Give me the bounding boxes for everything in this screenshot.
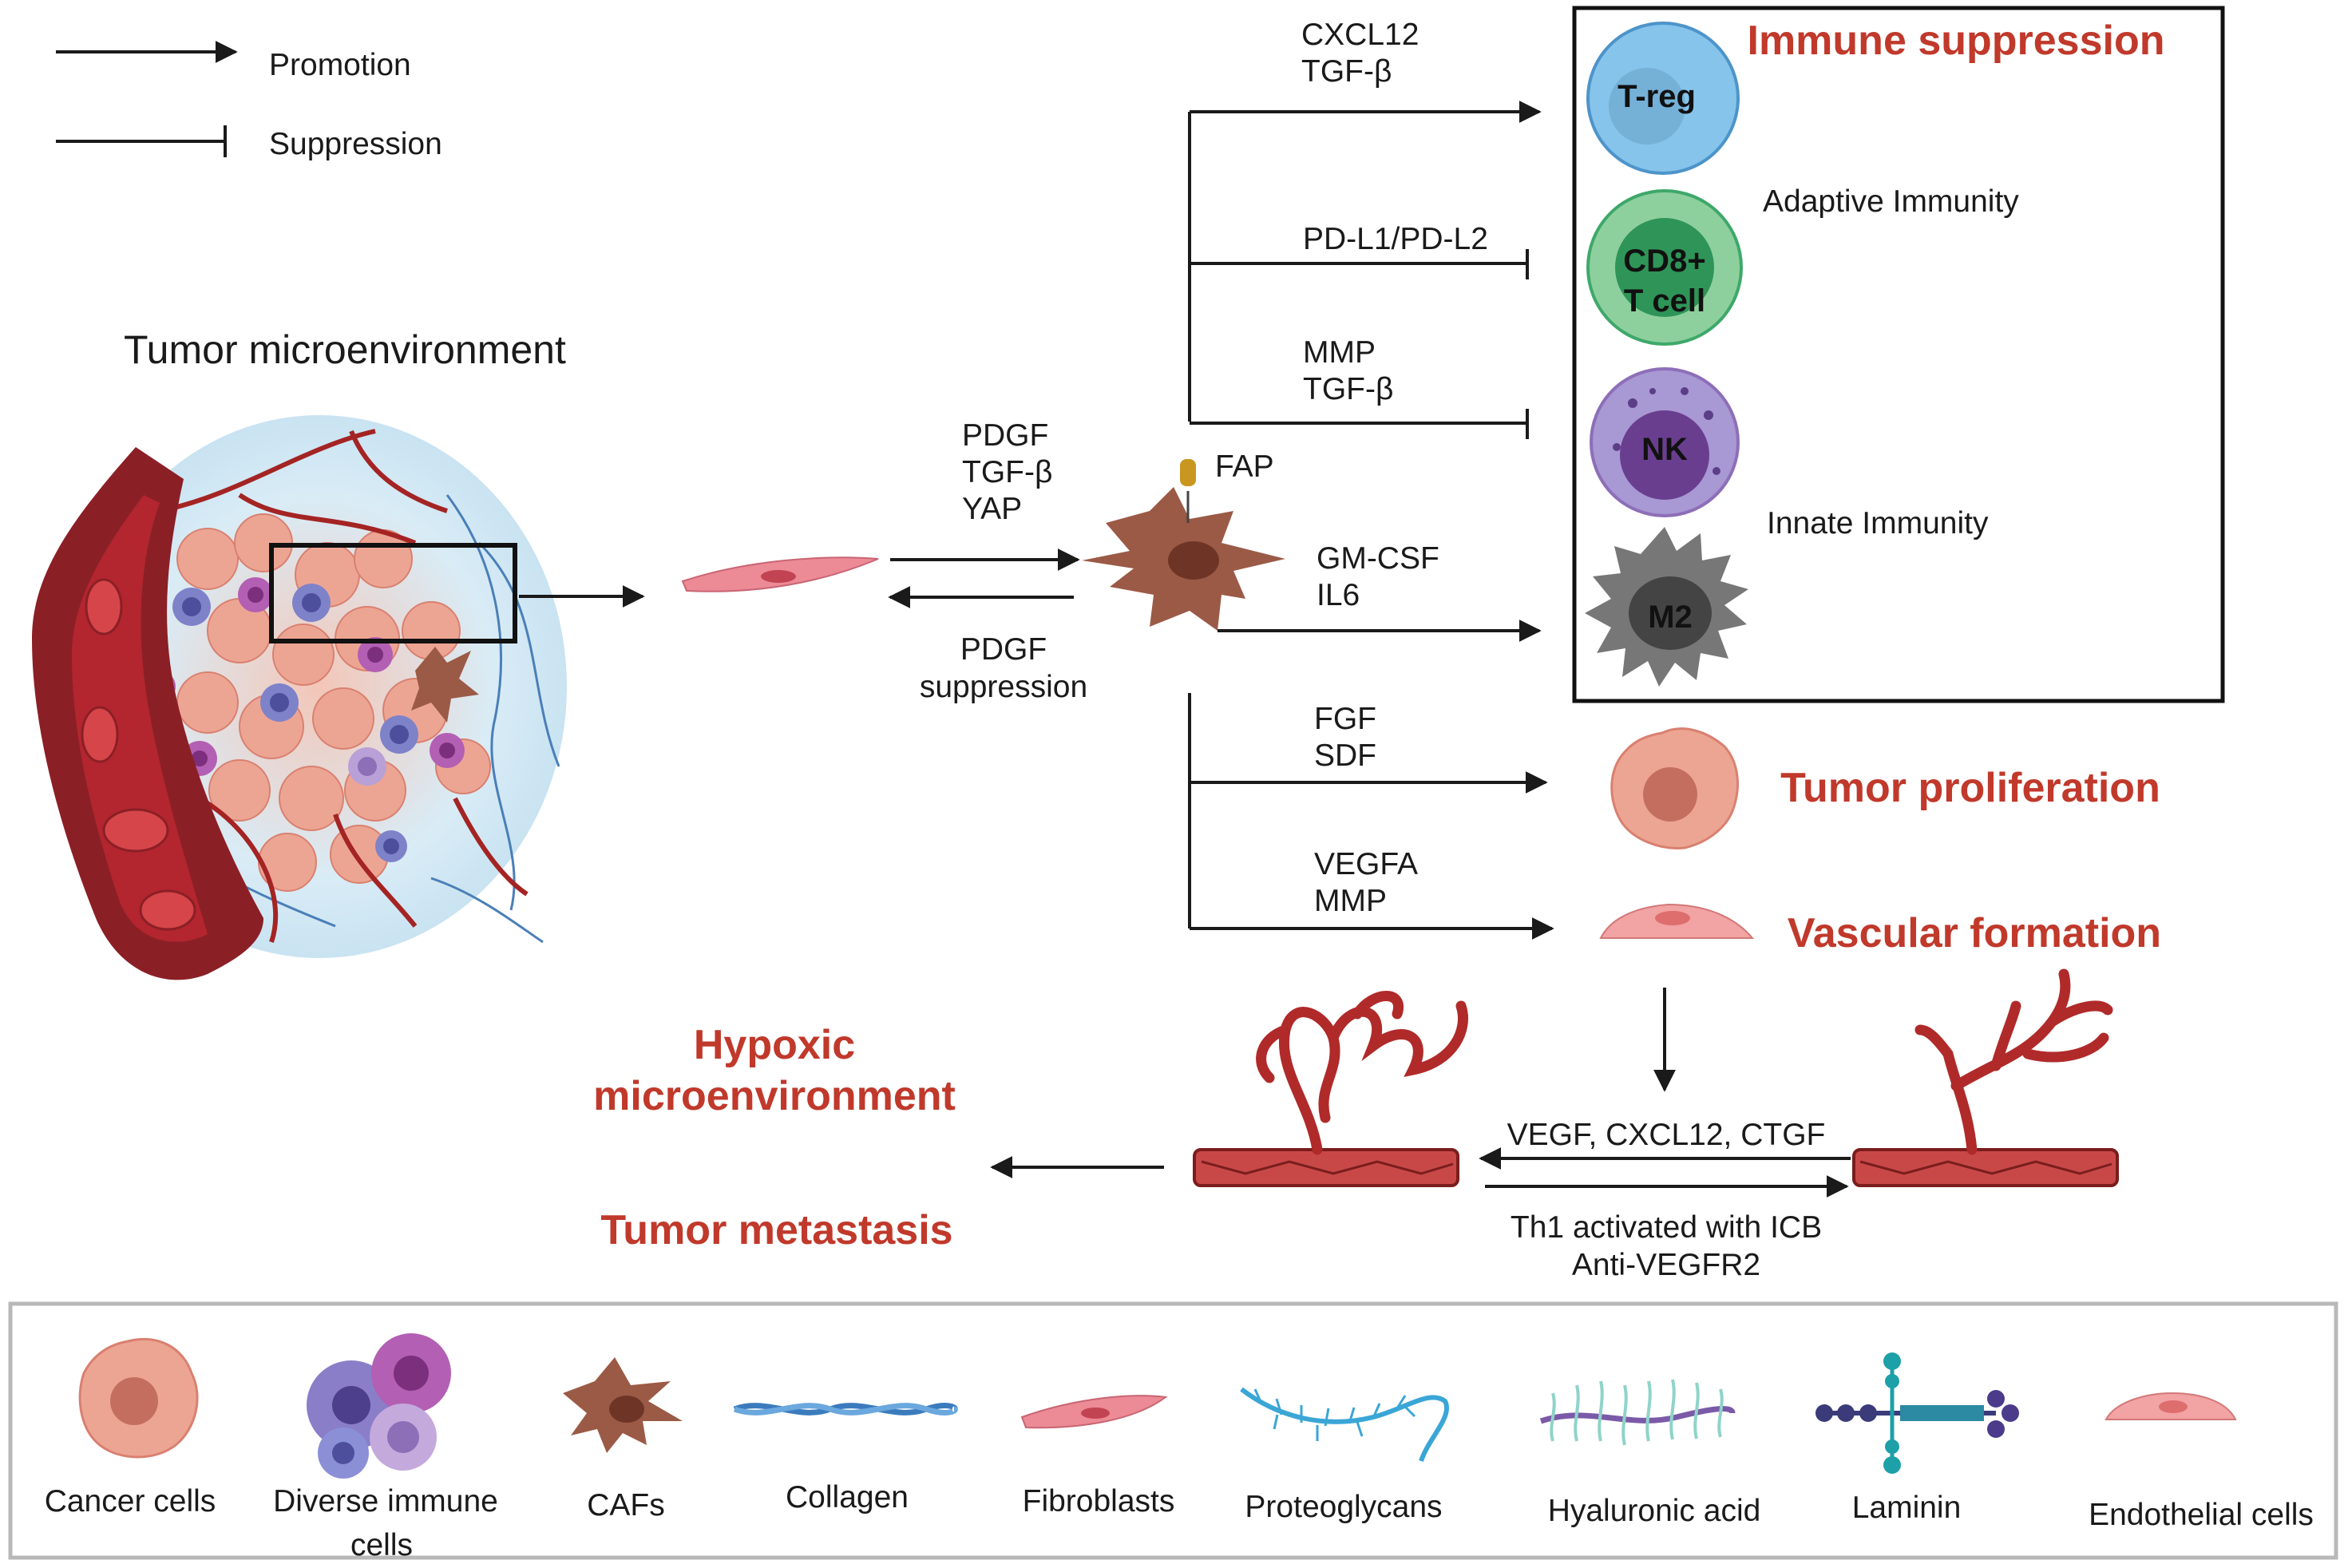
bottom-legend-box [8,1301,2338,1560]
vessel-bottom-label-1: Th1 activated with ICB [1511,1210,1822,1245]
vascular-formation-label: Vascular formation [1788,910,2161,956]
immune-suppression-title: Immune suppression [1748,18,2165,64]
legend-promotion: Promotion [56,41,411,82]
vessel-top-label: VEGF, CXCL12, CTGF [1507,1118,1826,1152]
legend-immune-cells-icon [307,1333,451,1479]
proliferation-factor-1: FGF [1314,702,1376,736]
legend-fibroblast-icon [1020,1395,1168,1429]
nk-factor-1: MMP [1303,335,1376,370]
forward-factor-pdgf: PDGF [962,418,1048,453]
caf-icon [411,647,479,723]
treg-factor-1: CXCL12 [1301,18,1419,52]
forward-factor-yap: YAP [962,492,1022,526]
nk-cell-label: NK [1641,432,1688,467]
legend-suppression: Suppression [56,125,442,161]
endothelial-cell-icon [1599,903,1755,939]
red-blood-cells-icon [81,578,196,931]
legend-label-hyaluronic-acid: Hyaluronic acid [1548,1494,1761,1528]
legend-promotion-label: Promotion [269,48,411,82]
legend-label-cancer-cells: Cancer cells [45,1484,216,1519]
vascular-factor-1: VEGFA [1314,847,1418,881]
proliferation-factor-2: SDF [1314,738,1376,773]
legend-label-fibroblasts: Fibroblasts [1023,1484,1175,1519]
innate-immunity-label: Innate Immunity [1767,506,1989,540]
normalized-vessel-icon [1852,968,2119,1187]
hypoxic-label-1: Hypoxic [694,1022,855,1068]
tumor-microenvironment-illustration [32,415,567,980]
caf-marker-label: FAP [1215,449,1274,484]
treg-cell-icon [1586,22,1740,175]
cd8-cell-label-2: T cell [1624,283,1705,319]
legend-label-endothelial-cells: Endothelial cells [2089,1498,2314,1532]
fap-receptor-icon [1180,459,1196,486]
m2-macrophage-icon [1585,527,1748,687]
legend-collagen-icon [733,1403,958,1416]
immune-suppression-box [1572,6,2225,703]
legend-label-laminin: Laminin [1852,1491,1962,1525]
legend-hyaluronic-acid-icon [1539,1379,1736,1446]
tumor-proliferation-label: Tumor proliferation [1780,765,2160,811]
vascular-factor-2: MMP [1314,884,1387,918]
tumor-metastasis-label: Tumor metastasis [600,1207,952,1253]
legend-endothelial-cell-icon [2104,1392,2237,1420]
tumor-vessels-icon [159,429,529,943]
cd8-t-cell-icon [1586,189,1743,346]
backward-factor-pdgf: PDGF [960,632,1047,667]
legend-cancer-cell-icon [78,1337,199,1459]
forward-factor-tgfb: TGF-β [962,455,1052,489]
legend-suppression-label: Suppression [269,127,442,161]
treg-factor-2: TGF-β [1301,54,1392,89]
adaptive-immunity-label: Adaptive Immunity [1763,184,2019,219]
vessel-bottom-label-2: Anti-VEGFR2 [1572,1248,1760,1282]
zoom-box [269,543,517,643]
legend-proteoglycans-icon [1240,1387,1449,1463]
backward-factor-suppression: suppression [920,670,1087,704]
legend-laminin-icon [1815,1352,2019,1474]
legend-label-proteoglycans: Proteoglycans [1245,1490,1442,1524]
legend-caf-icon [563,1357,683,1453]
legend-label-cafs: CAFs [587,1488,665,1522]
m2-factor-1: GM-CSF [1317,541,1439,576]
tortuous-vessel-icon [1193,991,1468,1187]
legend-label-immune-cells-2: cells [350,1528,413,1562]
caf-main-icon [1082,459,1285,631]
cd8-cell-label-1: CD8+ [1623,244,1705,279]
legend-label-immune-cells-1: Diverse immune [273,1484,498,1519]
nk-cell-icon [1590,367,1740,517]
legend-label-collagen: Collagen [786,1480,909,1515]
tumor-cell-icon [1610,727,1739,849]
m2-cell-label: M2 [1648,600,1693,635]
tme-title: Tumor microenvironment [124,327,566,372]
hypoxic-label-2: microenvironment [593,1073,956,1119]
m2-factor-2: IL6 [1317,578,1360,612]
treg-cell-label: T-reg [1617,79,1696,114]
cd8-factor-1: PD-L1/PD-L2 [1303,222,1488,256]
nk-factor-2: TGF-β [1303,372,1393,406]
